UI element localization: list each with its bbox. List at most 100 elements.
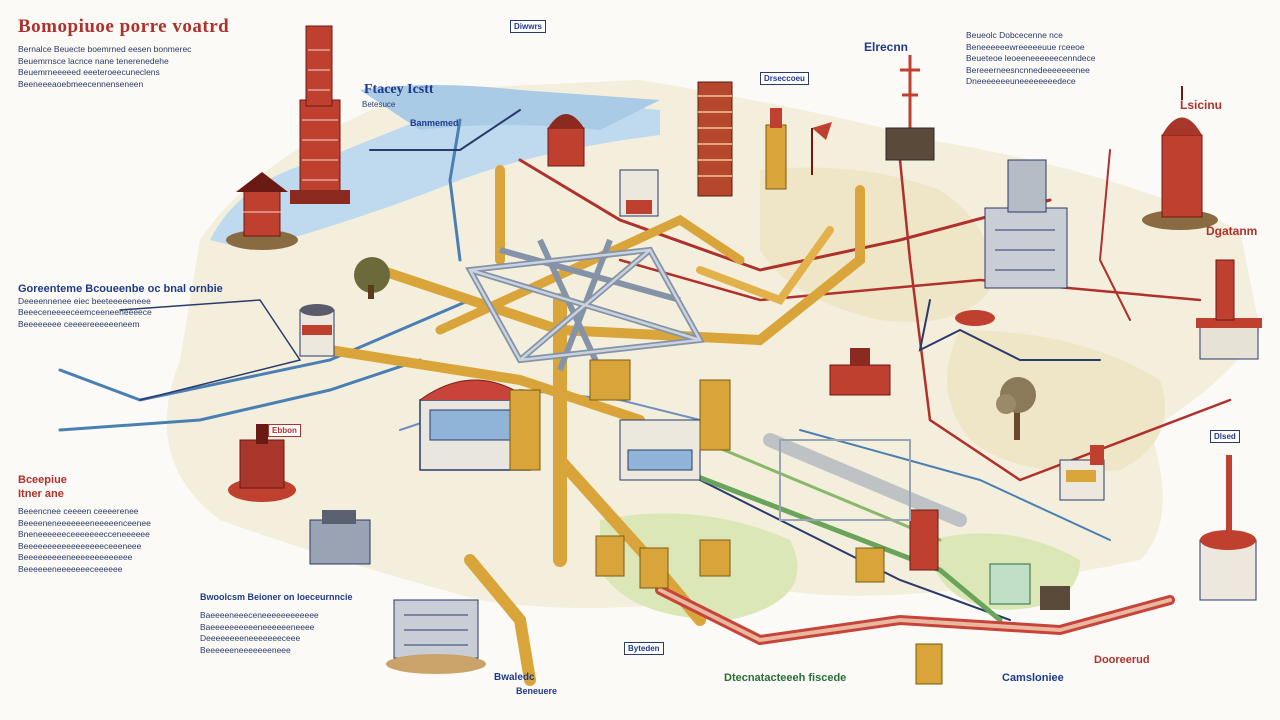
barrel-left: [299, 304, 335, 357]
text-line: Bernalce Beuecte boemrned eesen bonmerec: [18, 44, 192, 54]
machine-gray: [309, 510, 371, 565]
dome-building: [547, 114, 659, 217]
label-right-top: Lsicinu: [1180, 98, 1223, 112]
text-line: Deeeennenee eiec beeteeeeeneee: [18, 295, 151, 306]
label-center-left-tag: Banmemed: [410, 118, 459, 128]
text-block-top-right: Beueolc Dobcecenne nce Beneeeeeewreeeeeu…: [966, 30, 1096, 88]
pipeline-network: [58, 109, 1232, 623]
tree-icon: [996, 377, 1036, 440]
label-center-left: Ftacey Icstt: [364, 82, 434, 97]
pipe-green: [677, 467, 1003, 623]
label-bottom-mid: Bwaledc: [494, 672, 535, 683]
pipe-blue: [448, 118, 462, 262]
pipe-gray: [763, 433, 967, 527]
conduit-gold: [464, 554, 536, 686]
conduit-gold: [435, 214, 745, 335]
gray-cube: [984, 159, 1068, 289]
station-red: [829, 310, 995, 396]
text-block-left-bottom: Beeencnee ceeeen ceeeerenee Beeeeneneeee…: [18, 506, 151, 576]
label-top-right: Elrecnn: [864, 40, 909, 54]
text-line: Beeeeeeeeeeeeeeeeeceeeneee: [18, 540, 142, 551]
text-line: Beeeeeeneeeeeeeneee: [200, 644, 291, 655]
label-right-mid: Dgatanm: [1206, 224, 1258, 238]
conduit-red-lower-inner: [658, 588, 1172, 643]
text-line: Beeeeneneeeeeeeneeeeenceenee: [18, 517, 151, 528]
gold-units: [595, 535, 943, 685]
section-heading: Goreenteme Bcoueenbe oc bnal ornbie: [18, 283, 223, 295]
tower-slim: [765, 108, 787, 190]
central-framework-highlight: [467, 248, 703, 362]
label-bottom-mid-2: Beneuere: [516, 686, 558, 696]
pipe-navy: [119, 299, 302, 401]
tree-left-icon: [354, 257, 390, 299]
text-line: Beneeeeeewreeeeeuue rceeoe: [966, 41, 1085, 52]
central-building: [419, 359, 731, 481]
pipe-navy: [918, 299, 1101, 361]
text-line: Beeeeeeneeeeeeeceeeeee: [18, 563, 123, 574]
grass-patch: [600, 513, 798, 620]
pipe-red: [518, 158, 1052, 272]
section-heading-bottom-center: Bwoolcsm Beioner on loeceurnncie: [200, 592, 353, 602]
section-heading-left-bottom-2: Itner ane: [18, 488, 64, 500]
pipe-green: [698, 438, 942, 542]
text-line: Beeeceneeeeceemceeneeneeeece: [18, 307, 152, 318]
pump-station-left: [228, 424, 296, 502]
house-right: [1196, 259, 1262, 360]
text-line: Beueolc Dobcecenne nce: [966, 30, 1063, 40]
label-bottom-center-2: Dtecnatacteeeh fiscede: [724, 672, 847, 684]
section-heading-left-bottom: Bceepiue: [18, 474, 67, 486]
pipe-navy: [679, 469, 1011, 621]
red-flag-icon: [811, 122, 832, 175]
office-bottom: [386, 599, 486, 674]
text-line: Baeeeeneeeceneeeeeeeeeeee: [200, 610, 319, 620]
conduit-gold-right: [696, 226, 834, 305]
signboard: Ebbon: [268, 424, 301, 437]
label-bottom-right-2: Dooreerud: [1094, 654, 1150, 666]
radio-mast: [900, 55, 920, 135]
pipe-blue: [58, 358, 422, 432]
conduit-gold: [375, 185, 865, 346]
pipe-red: [618, 258, 1202, 302]
mast-base: [885, 127, 935, 161]
text-line: Beeeeeeee ceeeereeeeeeneem: [18, 318, 140, 329]
page-title: Bomopiuoe porre voatrd: [18, 16, 230, 37]
plant-right-bottom: [1059, 445, 1105, 501]
text-block-top-left: Bernalce Beuecte boemrned eesen bonmerec…: [18, 44, 191, 90]
sand-patch-2: [947, 330, 1165, 472]
barrier-wall: [779, 439, 911, 521]
green-boxes: [989, 563, 1070, 610]
red-barrier: [909, 509, 939, 571]
text-line: Beuemrnsce lacnce nane tenerenedehe: [18, 55, 169, 66]
text-block-bottom-center: Baeeeeneeeceneeeeeeeeeeee Baeeeeeeeeeene…: [200, 610, 319, 656]
pipe-blue: [58, 298, 472, 402]
pipe-blue-right: [799, 429, 1111, 541]
text-line: Beueteoe leoeeneeeeeecenndece: [966, 53, 1096, 64]
pipe-red: [1098, 149, 1131, 321]
conduit-gold: [325, 345, 645, 425]
signboard: Byteden: [624, 642, 664, 655]
text-line: Bneneeeeeeceeeeeeecceneeeeee: [18, 529, 150, 540]
silo-striped: [697, 81, 733, 197]
signboard: Diwwrs: [510, 20, 547, 33]
label-center-left-sub: Betesuce: [362, 100, 396, 109]
text-line: Bereeerneesncnnedeeeeeeenee: [966, 64, 1090, 75]
label-bottom-right: Camsloniee: [1002, 672, 1064, 684]
pipe-navy: [369, 109, 521, 151]
signboard: Dlsed: [1210, 430, 1240, 443]
text-block-mid-left: Goreenteme Bcoueenbe oc bnal ornbie Deee…: [18, 283, 223, 330]
water-area-2: [360, 85, 660, 130]
text-line: Beeneeeaoebmeecennenseneen: [18, 78, 144, 89]
text-line: Beuemrneeeeed eeeteroeecuneclens: [18, 67, 160, 78]
tower-red-left: [290, 25, 350, 204]
pagoda-left: [226, 172, 298, 250]
tank-right-bottom: [1199, 455, 1257, 601]
signboard: Drseccoeu: [760, 72, 809, 85]
text-line: Beeencnee ceeeen ceeeerenee: [18, 506, 139, 516]
text-line: Dneeeeeeeuneeeeeeeedece: [966, 76, 1076, 87]
tower-red-right: [1142, 86, 1218, 230]
text-line: Beeeeeeeeeneeeeeeeeeeeee: [18, 552, 133, 563]
text-line: Baeeeeeeeeeeneeeeeeneeee: [200, 621, 315, 632]
text-line: Deeeeeeeeneeeeeeeceee: [200, 633, 301, 644]
